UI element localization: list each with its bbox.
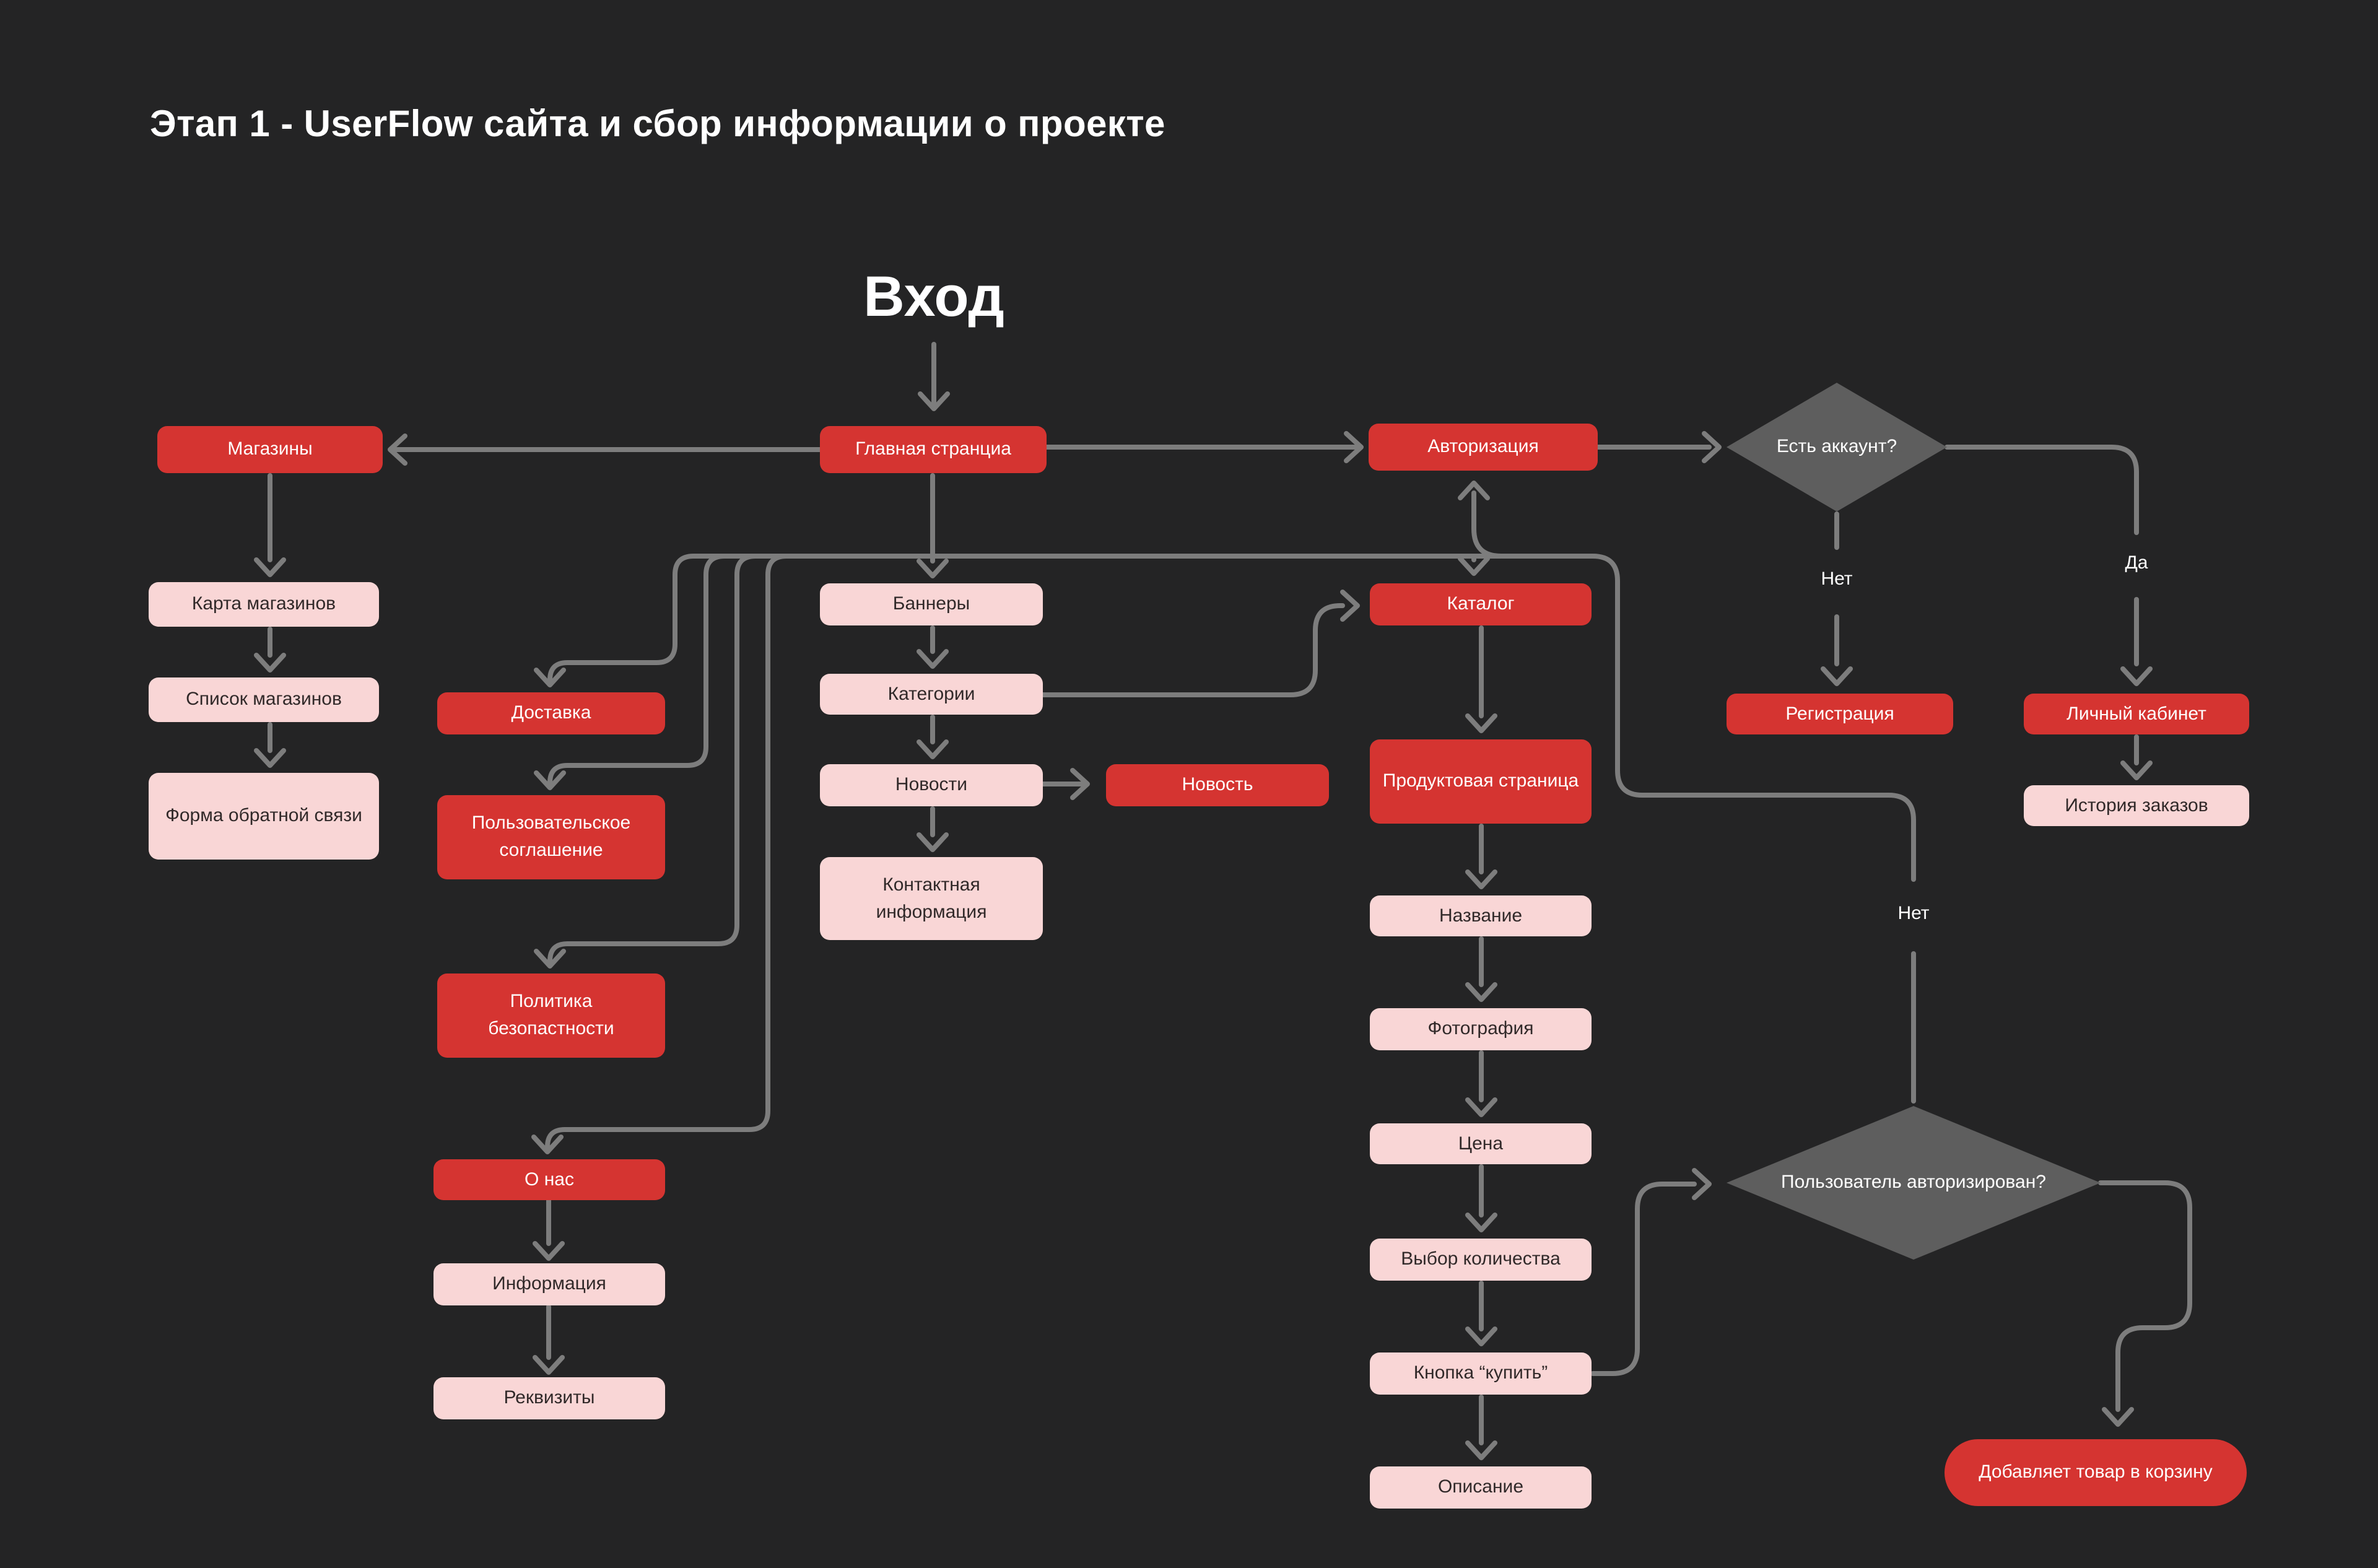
flow-node-requisites[interactable]: Реквизиты [433, 1377, 665, 1419]
connector-has-account-yes-to-account [1945, 445, 2153, 686]
connector-info-to-requisites [533, 1304, 565, 1375]
flow-node-security-policy[interactable]: Политика безопастности [437, 973, 665, 1058]
connector-main-to-policy [534, 554, 935, 969]
connector-list-to-form [254, 722, 286, 768]
flow-node-add-to-cart[interactable]: Добавляет товар в корзину [1945, 1439, 2247, 1506]
flow-node-shops[interactable]: Магазины [157, 426, 383, 473]
edge-label-not-authorized: Нет [1897, 903, 1930, 924]
flow-node-user-agreement[interactable]: Пользовательское соглашение [437, 795, 665, 879]
connector-has-account-no-to-registration [1821, 512, 1853, 686]
flow-node-description[interactable]: Описание [1370, 1466, 1592, 1509]
connector-main-to-authorized-diamond [930, 554, 1916, 1104]
connector-categories-to-news [917, 715, 949, 759]
connector-price-to-quantity [1465, 1164, 1497, 1232]
connector-main-to-banners [917, 473, 949, 578]
flow-node-categories[interactable]: Категории [820, 674, 1043, 715]
flow-node-feedback-form[interactable]: Форма обратной связи [149, 773, 379, 860]
flow-node-contact-info[interactable]: Контактная информация [820, 857, 1043, 940]
flow-node-quantity[interactable]: Выбор количества [1370, 1239, 1592, 1281]
flow-node-buy-button[interactable]: Кнопка “купить” [1370, 1352, 1592, 1395]
flow-node-catalog[interactable]: Каталог [1370, 583, 1592, 625]
entry-label: Вход [863, 264, 1004, 328]
flow-node-about[interactable]: О нас [433, 1159, 665, 1200]
page-title: Этап 1 - UserFlow сайта и сбор информаци… [150, 104, 1165, 145]
connector-photo-to-price [1465, 1050, 1497, 1117]
connector-auth-to-has-account [1595, 431, 1722, 463]
flow-node-auth[interactable]: Авторизация [1369, 424, 1598, 471]
connector-entry-to-main [918, 342, 950, 411]
flow-node-banners[interactable]: Баннеры [820, 583, 1043, 625]
flow-node-order-history[interactable]: История заказов [2024, 785, 2249, 826]
flow-node-shops-map[interactable]: Карта магазинов [149, 582, 379, 627]
connector-buy-to-authorized-diamond [1590, 1168, 1712, 1376]
edge-label-no-account: Нет [1821, 568, 1853, 590]
connector-main-to-auth [1044, 431, 1364, 463]
flow-node-info[interactable]: Информация [433, 1263, 665, 1305]
connector-shops-to-map [254, 473, 286, 577]
flow-node-news-item[interactable]: Новость [1106, 764, 1329, 806]
connector-main-to-agreement [534, 554, 935, 790]
flow-node-delivery[interactable]: Доставка [437, 692, 665, 734]
flow-node-shops-list[interactable]: Список магазинов [149, 677, 379, 722]
connector-news-to-contact [917, 806, 949, 852]
flow-node-registration[interactable]: Регистрация [1727, 694, 1953, 734]
connector-main-to-shops [388, 433, 822, 466]
connector-categories-to-catalog [1040, 590, 1360, 697]
flow-node-news[interactable]: Новости [820, 764, 1043, 806]
flow-node-product-name[interactable]: Название [1370, 895, 1592, 936]
connector-catalog-to-product [1465, 625, 1497, 733]
flow-node-account[interactable]: Личный кабинет [2024, 694, 2249, 734]
edge-label-yes-account: Да [2125, 552, 2148, 573]
connector-product-to-name [1465, 824, 1497, 889]
connector-map-to-list [254, 627, 286, 673]
flow-node-main-page[interactable]: Главная странциа [820, 426, 1047, 473]
connector-account-to-history [2120, 734, 2153, 780]
connector-news-to-news-item [1040, 768, 1090, 800]
connector-main-to-about [531, 554, 935, 1154]
connector-auth-catalog-double-arrow [1458, 481, 1504, 576]
flow-node-price[interactable]: Цена [1370, 1123, 1592, 1164]
connector-main-to-delivery [534, 554, 935, 687]
connector-quantity-to-buy [1465, 1281, 1497, 1346]
flow-node-photo[interactable]: Фотография [1370, 1008, 1592, 1050]
connector-name-to-photo [1465, 936, 1497, 1002]
flow-node-product-page[interactable]: Продуктовая страница [1370, 739, 1592, 824]
connector-buy-to-description [1465, 1395, 1497, 1460]
connector-banners-to-categories [917, 625, 949, 669]
connector-authorized-to-cart [2098, 1180, 2192, 1427]
connector-about-to-info [533, 1198, 565, 1261]
